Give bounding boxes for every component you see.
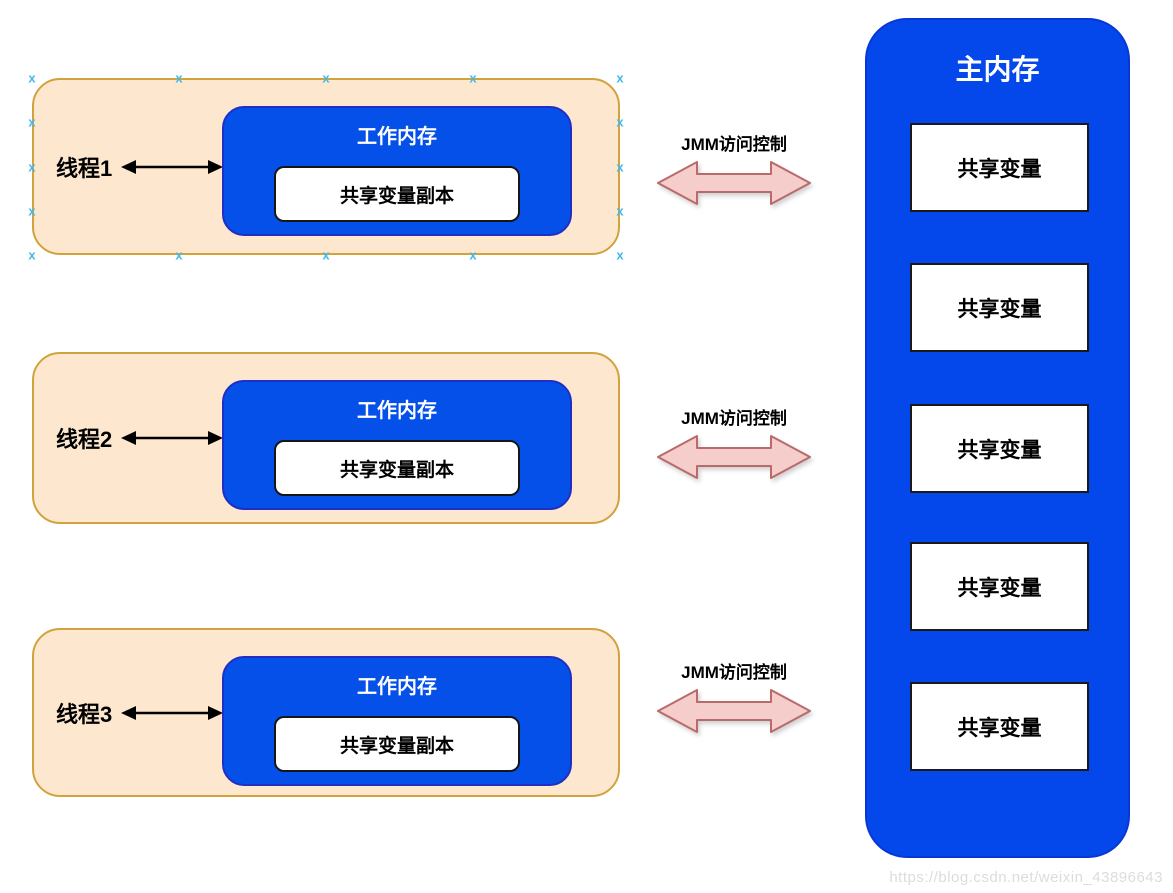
thread-memory-arrow-icon <box>121 431 223 445</box>
selection-handle[interactable]: x <box>469 70 477 86</box>
shared-variable-copy-box[interactable]: 共享变量副本 <box>274 440 520 496</box>
thread-3-label: 线程3 <box>56 701 113 727</box>
jmm-control-1: JMM访问控制 <box>655 130 813 208</box>
shared-variable-copy-box[interactable]: 共享变量副本 <box>274 166 520 222</box>
jmm-control-2: JMM访问控制 <box>655 404 813 482</box>
thread-2-container[interactable]: 线程2 工作内存 共享变量副本 <box>32 352 620 524</box>
thread-memory-arrow-icon <box>121 705 223 720</box>
selection-handle[interactable]: x <box>616 247 624 263</box>
shared-variable-copy-box[interactable]: 共享变量副本 <box>274 716 520 772</box>
shared-variable-box[interactable]: 共享变量 <box>910 123 1089 212</box>
jmm-double-arrow-icon <box>657 435 811 479</box>
selection-handle[interactable]: x <box>616 114 624 130</box>
jmm-double-arrow-icon <box>657 161 811 205</box>
selection-handle[interactable]: x <box>322 70 330 86</box>
main-memory-title: 主内存 <box>955 54 1040 85</box>
selection-handle[interactable]: x <box>616 203 624 219</box>
selection-handle[interactable]: x <box>28 70 36 86</box>
selection-handles: x x x x x x x x x x x x x x x x <box>28 72 624 262</box>
selection-handle[interactable]: x <box>28 159 36 174</box>
selection-handle[interactable]: x <box>28 247 36 263</box>
thread-3-working-memory[interactable]: 工作内存 共享变量副本 <box>222 656 572 786</box>
jmm-control-label: JMM访问控制 <box>681 135 787 154</box>
selection-handle[interactable]: x <box>616 70 624 86</box>
working-memory-title: 工作内存 <box>357 400 437 422</box>
shared-variable-box[interactable]: 共享变量 <box>910 682 1089 771</box>
shared-variable-box[interactable]: 共享变量 <box>910 263 1089 352</box>
jmm-control-3: JMM访问控制 <box>655 658 813 736</box>
selection-handle[interactable]: x <box>28 203 36 219</box>
jmm-control-label: JMM访问控制 <box>681 663 787 682</box>
selection-handle[interactable]: x <box>469 247 477 263</box>
thread-2-label: 线程2 <box>56 427 113 452</box>
jmm-double-arrow-icon <box>657 689 811 733</box>
watermark: https://blog.csdn.net/weixin_43896643 <box>889 869 1163 886</box>
thread-3-container[interactable]: 线程3 工作内存 共享变量副本 <box>32 628 620 797</box>
thread-memory-arrow-icon <box>121 159 223 174</box>
selection-handle[interactable]: x <box>175 247 183 263</box>
selection-handle[interactable]: x <box>28 114 36 130</box>
thread-1-container[interactable]: 线程1 工作内存 共享变量副本 <box>32 78 620 255</box>
jmm-control-label: JMM访问控制 <box>681 409 787 428</box>
thread-1-label: 线程1 <box>56 155 113 181</box>
thread-2-working-memory[interactable]: 工作内存 共享变量副本 <box>222 380 572 510</box>
shared-variable-box[interactable]: 共享变量 <box>910 404 1089 493</box>
thread-1-working-memory[interactable]: 工作内存 共享变量副本 <box>222 106 572 236</box>
main-memory[interactable]: 主内存 共享变量 共享变量 共享变量 共享变量 共享变量 <box>865 18 1130 858</box>
working-memory-title: 工作内存 <box>357 676 437 698</box>
selection-handle[interactable]: x <box>616 159 624 174</box>
selection-handle[interactable]: x <box>175 70 183 86</box>
working-memory-title: 工作内存 <box>357 126 437 148</box>
selection-handle[interactable]: x <box>322 247 330 263</box>
shared-variable-box[interactable]: 共享变量 <box>910 542 1089 631</box>
